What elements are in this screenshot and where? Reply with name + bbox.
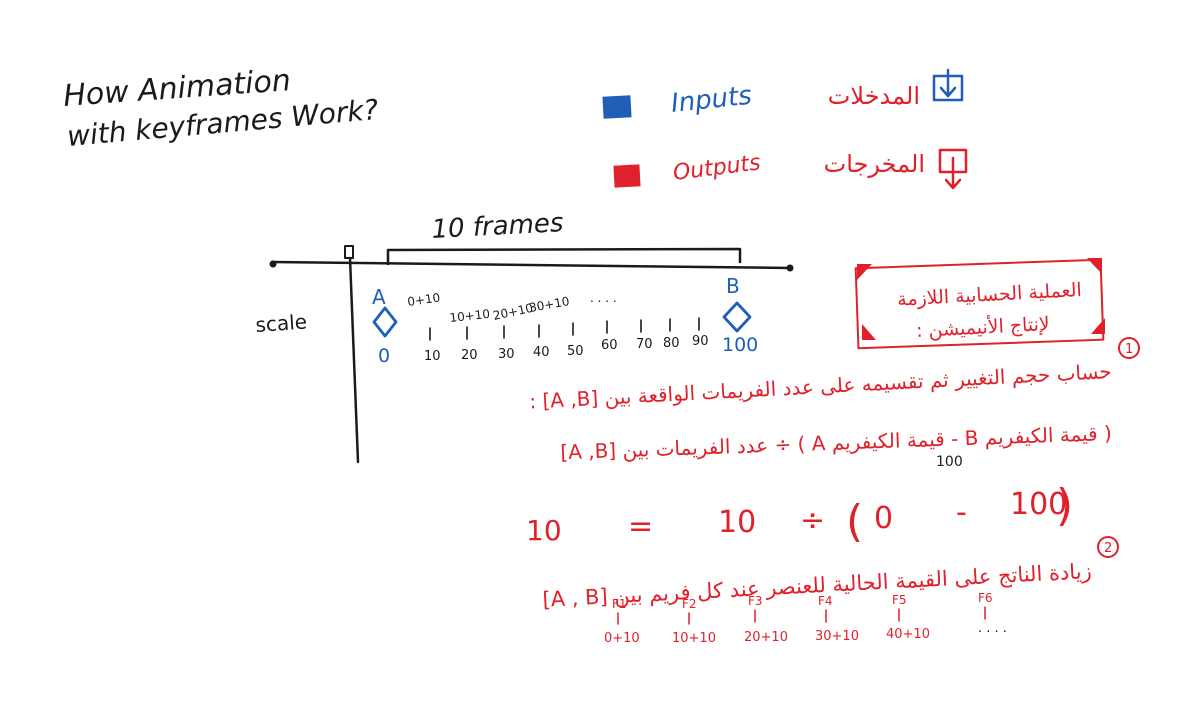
frame-6-label: F6 <box>978 591 993 605</box>
equation-a-value: 0 <box>874 501 893 536</box>
outputs-icon <box>938 148 968 190</box>
frames-count-label: 10 frames <box>431 208 564 245</box>
equation-divide: ÷ <box>800 503 825 538</box>
frame-column-6: F6 . . . . <box>978 591 1007 636</box>
keyframe-a-diamond-icon <box>372 306 398 338</box>
legend-inputs-ar: المدخلات <box>828 82 920 110</box>
title-block: How Animation with keyframes Work? <box>62 63 380 153</box>
legend-outputs-en: Outputs <box>672 150 762 186</box>
step-1-formula: ( قيمة الكيفريم B - قيمة الكيفريم A ) ÷ … <box>560 421 1112 464</box>
frames-table: F1 0+10 F2 10+10 F3 20+10 F4 30+10 F5 40… <box>604 591 1007 646</box>
tick-value-10: 10 <box>424 349 441 364</box>
step-1: 1 حساب حجم التغيير ثم تقسيمه على عدد الف… <box>529 337 1140 470</box>
keyframe-b-value: 100 <box>722 334 758 356</box>
frame-3-label: F3 <box>748 594 763 608</box>
increment-1: 0+10 <box>406 291 441 309</box>
frame-column-4: F4 30+10 <box>815 594 859 644</box>
equation-equals: = <box>628 509 653 544</box>
equation-left-paren: ( <box>846 496 863 547</box>
scale-label: scale <box>255 309 308 337</box>
legend: Inputs المدخلات Outputs المخرجات <box>602 68 968 190</box>
tick-values: 10 20 30 40 50 60 70 80 90 <box>424 334 709 364</box>
frame-4-label: F4 <box>818 594 833 608</box>
scale-axis <box>348 256 360 464</box>
keyframe-b-label: B <box>726 274 740 298</box>
equation-result: 10 <box>526 514 562 547</box>
keyframe-a-label: A <box>372 285 386 309</box>
frame-1-label: F1 <box>612 597 627 611</box>
playhead-icon <box>344 245 354 259</box>
legend-inputs-en: Inputs <box>670 81 754 119</box>
equation-minus: - <box>956 495 967 530</box>
increment-5: . . . . <box>590 291 617 305</box>
step-2-number: 2 <box>1104 541 1112 556</box>
frame-column-1: F1 0+10 <box>604 597 640 646</box>
equation-divisor: 10 <box>718 505 756 540</box>
inputs-swatch <box>602 95 632 119</box>
frame-column-5: F5 40+10 <box>886 593 930 642</box>
frame-2-label: F2 <box>682 597 697 611</box>
tick-marks <box>429 317 700 341</box>
note-box: العملية الحسابية اللازمة لإنتاج الأنيميش… <box>854 258 1105 350</box>
tick-value-90: 90 <box>692 334 709 349</box>
frame-3-calc: 20+10 <box>744 630 788 645</box>
timeline: scale A 0 B 100 0+10 10+10 20+10 30+10 .… <box>255 245 794 464</box>
frame-1-calc: 0+10 <box>604 631 640 646</box>
equation-right-paren: ) <box>1056 480 1073 531</box>
frame-2-calc: 10+10 <box>672 631 716 646</box>
outputs-swatch <box>613 164 641 188</box>
increment-2: 10+10 <box>449 307 491 325</box>
note-line-2: لإنتاج الأنيميشن : <box>916 312 1051 342</box>
note-line-1: العملية الحسابية اللازمة <box>897 279 1083 311</box>
increment-4: 30+10 <box>528 294 570 315</box>
tick-value-40: 40 <box>533 345 550 360</box>
frame-column-3: F3 20+10 <box>744 594 788 645</box>
frame-6-calc: . . . . <box>978 621 1007 636</box>
tick-value-60: 60 <box>601 338 618 353</box>
tick-value-50: 50 <box>567 344 584 359</box>
tick-value-70: 70 <box>636 337 653 352</box>
legend-outputs-ar: المخرجات <box>824 150 925 178</box>
frame-column-2: F2 10+10 <box>672 597 716 646</box>
timeline-axis <box>270 260 792 270</box>
step-1-number: 1 <box>1125 342 1133 357</box>
tick-value-20: 20 <box>461 348 478 363</box>
tick-value-80: 80 <box>663 336 680 351</box>
step-1-note-100: 100 <box>936 454 963 470</box>
tick-value-30: 30 <box>498 347 515 362</box>
frame-4-calc: 30+10 <box>815 629 859 644</box>
keyframe-a-value: 0 <box>378 345 390 367</box>
equation: 10 = 10 ÷ ( 0 - 100 ) <box>526 480 1073 547</box>
inputs-icon <box>932 68 964 102</box>
step-1-heading: حساب حجم التغيير ثم تقسيمه على عدد الفري… <box>529 359 1112 413</box>
frame-5-calc: 40+10 <box>886 627 930 642</box>
keyframe-b-diamond-icon <box>722 301 752 333</box>
frames-bracket <box>386 247 742 266</box>
frame-5-label: F5 <box>892 593 907 607</box>
equation-b-value: 100 <box>1010 487 1067 522</box>
